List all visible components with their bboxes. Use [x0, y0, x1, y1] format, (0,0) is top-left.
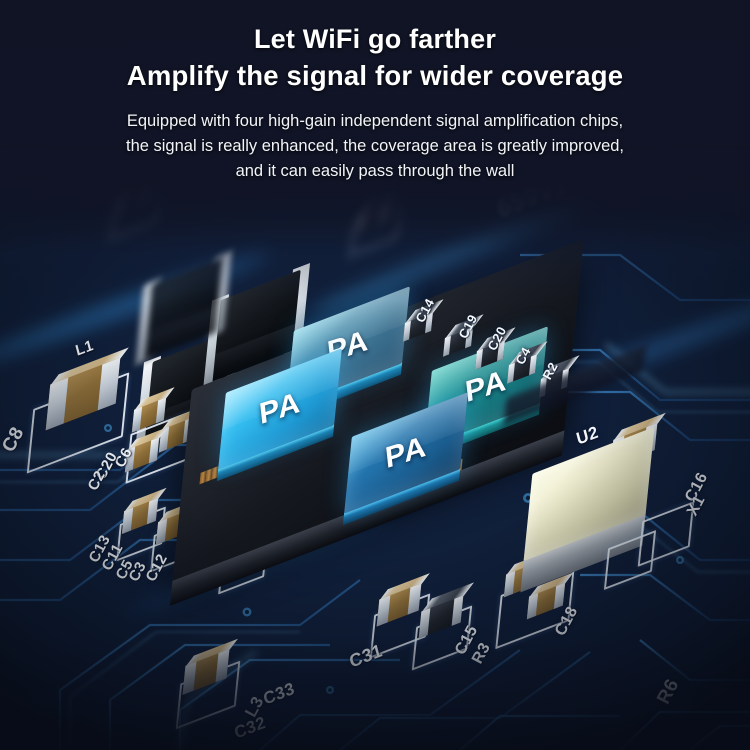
page-title: Let WiFi go farther Amplify the signal f… [0, 0, 750, 95]
subtext-line-1: Equipped with four high-gain independent… [126, 111, 624, 130]
subtext-line-3: and it can easily pass through the wall [235, 161, 515, 180]
header-banner: Let WiFi go farther Amplify the signal f… [0, 0, 750, 250]
page-subtitle: Equipped with four high-gain independent… [63, 109, 688, 184]
scene-bottom-fade [0, 640, 750, 750]
headline-line-1: Let WiFi go farther [253, 24, 497, 54]
headline-line-2: Amplify the signal for wider coverage [126, 59, 624, 91]
subtext-line-2: the signal is really enhanced, the cover… [125, 136, 625, 155]
